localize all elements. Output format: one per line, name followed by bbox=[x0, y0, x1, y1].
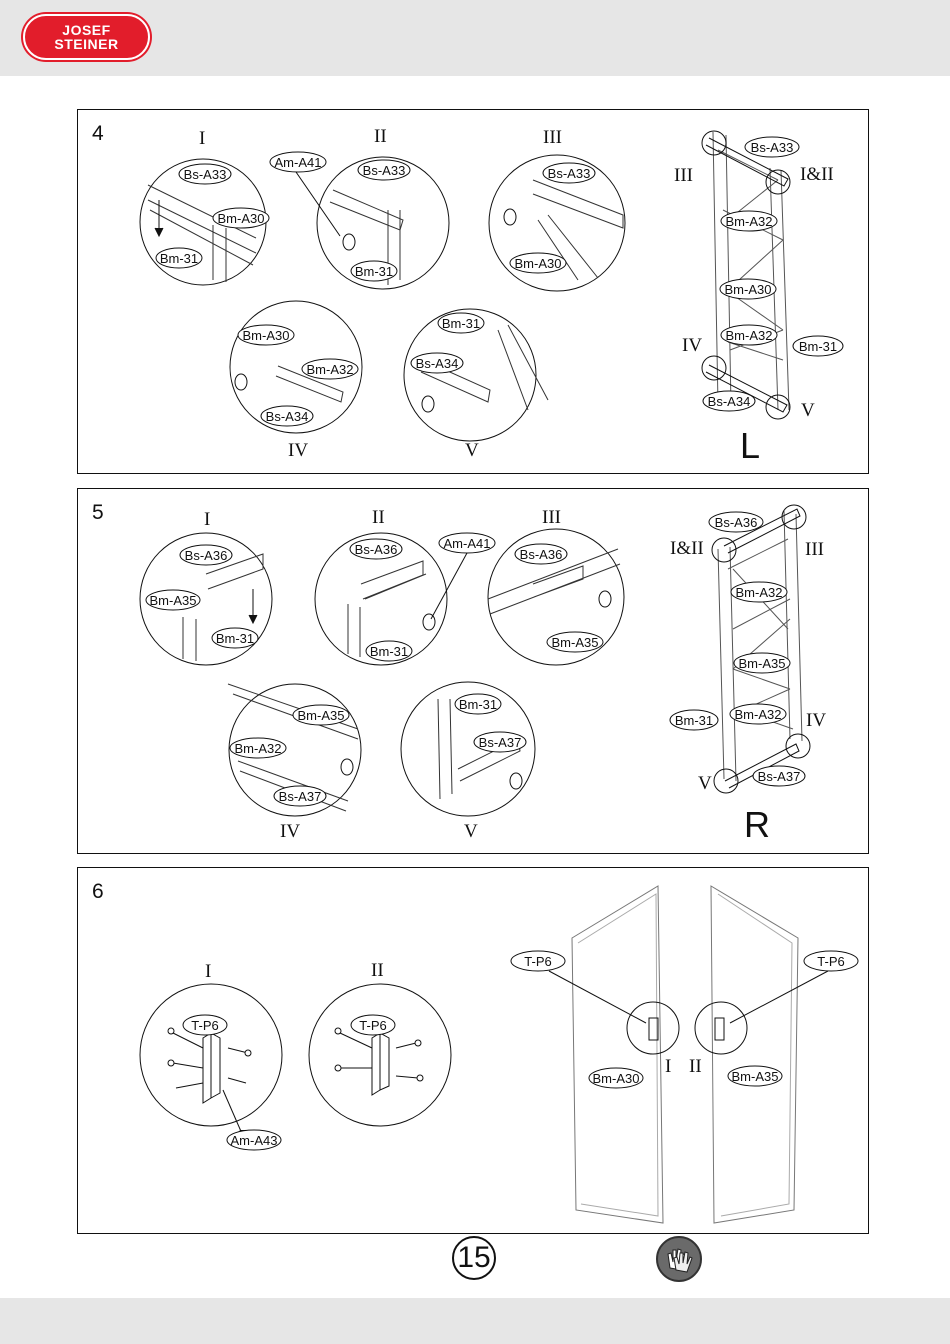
step-4-panel: 4 bbox=[77, 109, 869, 474]
step-5-illustration: I II III IV V I&II III IV V Bs-A36 Bm-A3… bbox=[139, 504, 826, 845]
step-5-panel: 5 bbox=[77, 488, 869, 854]
part-label: Bs-A33 bbox=[184, 167, 227, 182]
part-label: Bs-A37 bbox=[479, 735, 522, 750]
roman-label: II bbox=[374, 126, 387, 147]
roman-label: I bbox=[205, 961, 211, 982]
brand-logo: JOSEF STEINER bbox=[23, 14, 150, 60]
part-label: Bm-31 bbox=[370, 644, 408, 659]
page-footer-band bbox=[0, 1298, 950, 1344]
detail-circle-iii bbox=[487, 528, 625, 666]
frame-side-letter: R bbox=[744, 804, 770, 845]
part-label: Bm-A32 bbox=[235, 741, 282, 756]
roman-label: III bbox=[805, 539, 824, 560]
roman-label: V bbox=[464, 821, 478, 842]
roman-label: V bbox=[698, 773, 712, 794]
detail-circle-v bbox=[403, 308, 537, 442]
part-label: Bm-31 bbox=[799, 339, 837, 354]
roman-label: V bbox=[801, 400, 815, 421]
step-6-illustration: I II I II T-P6 Am-A43 T-P6 T-P6 T-P6 Bm-… bbox=[139, 885, 859, 1224]
part-label: Bm-A30 bbox=[243, 328, 290, 343]
part-label: T-P6 bbox=[359, 1018, 386, 1033]
part-label: T-P6 bbox=[191, 1018, 218, 1033]
step-number: 6 bbox=[92, 880, 104, 903]
part-label: Bs-A36 bbox=[185, 548, 228, 563]
detail-circle-iv bbox=[229, 300, 363, 434]
part-label: Bm-31 bbox=[160, 251, 198, 266]
page-number: 15 bbox=[452, 1236, 496, 1280]
part-label: Am-A41 bbox=[444, 536, 491, 551]
part-label: Bs-A34 bbox=[266, 409, 309, 424]
detail-circle-i bbox=[139, 983, 283, 1127]
part-label: Bm-A32 bbox=[726, 214, 773, 229]
part-label: Bm-31 bbox=[459, 697, 497, 712]
part-label: Bm-A35 bbox=[552, 635, 599, 650]
part-label: Bs-A37 bbox=[279, 789, 322, 804]
roman-label: I&II bbox=[670, 538, 704, 559]
part-label: Am-A43 bbox=[231, 1133, 278, 1148]
part-label: Bs-A37 bbox=[758, 769, 801, 784]
roman-label: I bbox=[665, 1056, 671, 1077]
frame-side-letter: L bbox=[740, 425, 760, 466]
part-label: Bm-A32 bbox=[726, 328, 773, 343]
roman-label: IV bbox=[806, 710, 826, 731]
part-label: Bm-A32 bbox=[307, 362, 354, 377]
part-label: Bm-A30 bbox=[515, 256, 562, 271]
detail-circle-i bbox=[139, 532, 273, 666]
roman-label: II bbox=[689, 1056, 702, 1077]
roman-label: V bbox=[465, 440, 479, 461]
roman-label: III bbox=[674, 165, 693, 186]
part-label: Bm-A32 bbox=[735, 707, 782, 722]
step-number: 5 bbox=[92, 501, 104, 524]
detail-circle-ii bbox=[314, 532, 448, 666]
roman-label: II bbox=[372, 507, 385, 528]
part-label: Bm-31 bbox=[355, 264, 393, 279]
part-label: T-P6 bbox=[524, 954, 551, 969]
detail-circle-iv bbox=[228, 683, 362, 817]
part-label: Bm-31 bbox=[675, 713, 713, 728]
part-label: Bm-A30 bbox=[593, 1071, 640, 1086]
step-number: 4 bbox=[92, 122, 104, 145]
part-label: Bs-A33 bbox=[751, 140, 794, 155]
step-4-illustration: I II III IV V III I&II IV V Bs-A33 Bm-A3… bbox=[139, 126, 844, 466]
detail-circle-iii bbox=[488, 154, 626, 292]
part-label: Am-A41 bbox=[275, 155, 322, 170]
part-label: Bs-A34 bbox=[708, 394, 751, 409]
detail-circle-ii bbox=[308, 983, 452, 1127]
part-label: Bs-A36 bbox=[355, 542, 398, 557]
brand-line2: STEINER bbox=[54, 36, 119, 52]
roman-label: I bbox=[204, 509, 210, 530]
part-label: Bm-A30 bbox=[725, 282, 772, 297]
part-label: Bs-A34 bbox=[416, 356, 459, 371]
detail-circle-ii bbox=[316, 156, 450, 290]
part-label: Bm-A30 bbox=[218, 211, 265, 226]
roman-label: IV bbox=[288, 440, 308, 461]
roman-label: IV bbox=[280, 821, 300, 842]
part-label: Bm-31 bbox=[442, 316, 480, 331]
part-label: Bm-31 bbox=[216, 631, 254, 646]
part-label: Bm-A32 bbox=[736, 585, 783, 600]
part-label: T-P6 bbox=[817, 954, 844, 969]
gloves-icon bbox=[656, 1236, 702, 1282]
roman-label: II bbox=[371, 960, 384, 981]
part-label: Bs-A36 bbox=[715, 515, 758, 530]
part-label: Bm-A35 bbox=[150, 593, 197, 608]
roman-label: IV bbox=[682, 335, 702, 356]
roman-label: III bbox=[542, 507, 561, 528]
page-header-band bbox=[0, 0, 950, 76]
detail-circle-v bbox=[400, 681, 536, 817]
step-6-panel: 6 bbox=[77, 867, 869, 1234]
part-label: Bm-A35 bbox=[732, 1069, 779, 1084]
brand-line1: JOSEF bbox=[62, 22, 111, 38]
gloves-icon-glyph bbox=[667, 1248, 693, 1273]
part-label: Bs-A33 bbox=[548, 166, 591, 181]
roman-label: I bbox=[199, 128, 205, 149]
roman-label: I&II bbox=[800, 164, 834, 185]
part-label: Bm-A35 bbox=[298, 708, 345, 723]
part-label: Bs-A36 bbox=[520, 547, 563, 562]
part-label: Bs-A33 bbox=[363, 163, 406, 178]
roman-label: III bbox=[543, 127, 562, 148]
part-label: Bm-A35 bbox=[739, 656, 786, 671]
